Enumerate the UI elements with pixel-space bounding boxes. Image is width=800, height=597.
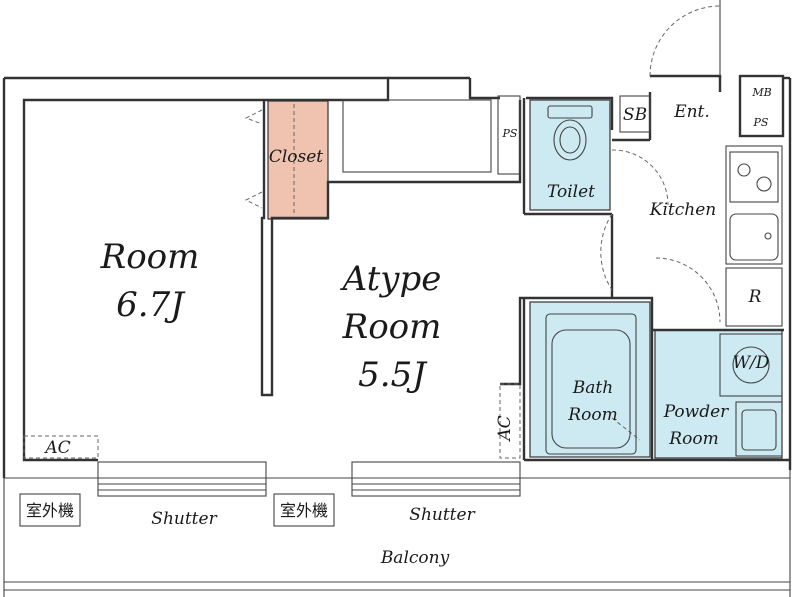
closet-label: Closet bbox=[269, 147, 323, 167]
powder-label-1: Powder bbox=[663, 402, 729, 422]
sb-label: SB bbox=[623, 105, 647, 125]
entrance-label: Ent. bbox=[673, 102, 710, 122]
ps-upper-label: PS bbox=[502, 127, 518, 140]
room-main-size: 6.7J bbox=[116, 285, 186, 325]
room-main-name: Room bbox=[100, 237, 200, 277]
outdoor-unit-right-label: 室外機 bbox=[280, 501, 328, 520]
shutter-right-label: Shutter bbox=[409, 505, 475, 525]
room-atype-size: 5.5J bbox=[358, 355, 428, 395]
ac-left-label: AC bbox=[43, 438, 70, 458]
closet-doors bbox=[244, 104, 295, 216]
kitchen-label: Kitchen bbox=[649, 200, 716, 220]
kitchen-stove bbox=[729, 151, 779, 203]
bathtub bbox=[545, 313, 637, 455]
toilet-label: Toilet bbox=[547, 182, 595, 202]
outdoor-unit-left-label: 室外機 bbox=[26, 501, 74, 520]
mb-label: MB bbox=[751, 86, 771, 99]
outdoor-unit-right-box bbox=[273, 493, 335, 527]
toilet-fixture bbox=[547, 105, 593, 161]
outdoor-unit-left-box bbox=[19, 493, 81, 527]
shutter-left-label: Shutter bbox=[151, 509, 217, 529]
kitchen-sink bbox=[729, 213, 779, 261]
powder-basin bbox=[741, 409, 777, 451]
balcony-area bbox=[3, 470, 791, 597]
closet-area bbox=[267, 100, 329, 220]
ac-left-box bbox=[23, 435, 99, 459]
interior-walls bbox=[260, 76, 784, 460]
washer-label: W/D bbox=[733, 353, 770, 373]
room-atype-name: Room bbox=[342, 307, 442, 347]
powder-label-2: Room bbox=[668, 429, 718, 449]
ps-right-label: PS bbox=[753, 116, 769, 129]
powder-area bbox=[654, 329, 783, 459]
bath-label-2: Room bbox=[567, 405, 617, 425]
washer-fixture bbox=[732, 346, 770, 384]
exterior-walls bbox=[2, 74, 792, 479]
bath-label-1: Bath bbox=[572, 378, 613, 398]
refrigerator-label: R bbox=[748, 287, 762, 307]
ac-right-box bbox=[499, 383, 521, 459]
door-swings bbox=[600, 0, 721, 441]
room-atype-type: Atype bbox=[340, 259, 442, 299]
windows bbox=[97, 461, 521, 497]
ac-right-label: AC bbox=[495, 415, 515, 442]
balcony-label: Balcony bbox=[380, 548, 450, 568]
